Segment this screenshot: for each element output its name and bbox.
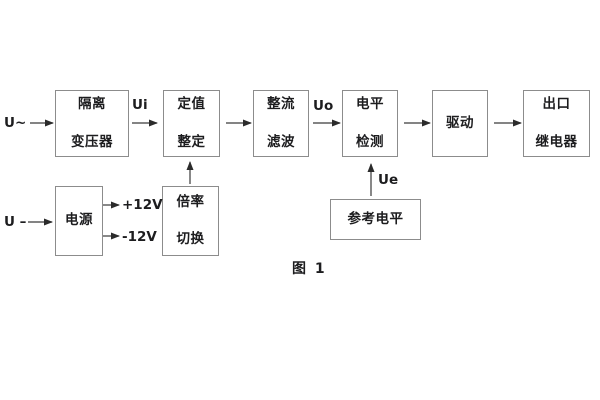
block-output-relay: 出口 继电器 bbox=[523, 90, 590, 157]
block-label-line: 整流 bbox=[267, 96, 295, 112]
block-label-line: 定值 bbox=[177, 96, 206, 112]
label-dc-input: U – bbox=[4, 214, 27, 230]
block-label-line: 检测 bbox=[356, 133, 384, 150]
block-label-line: 变压器 bbox=[71, 133, 113, 150]
block-label-line: 滤波 bbox=[267, 133, 295, 150]
block-label-line: 电平 bbox=[356, 96, 384, 112]
block-label-line: 电源 bbox=[65, 212, 93, 229]
block-label-line: 驱动 bbox=[446, 114, 474, 131]
block-level-detection: 电平 检测 bbox=[342, 90, 398, 157]
label-ue: Ue bbox=[378, 172, 399, 188]
label-ac-input: U~ bbox=[4, 115, 27, 131]
label-ui: Ui bbox=[132, 97, 148, 113]
block-label-line: 整定 bbox=[177, 133, 206, 150]
block-drive: 驱动 bbox=[432, 90, 488, 157]
block-power-supply: 电源 bbox=[55, 186, 103, 256]
block-label-line: 参考电平 bbox=[347, 210, 404, 227]
figure-caption: 图 1 bbox=[292, 261, 327, 277]
block-setting-adjustment: 定值 整定 bbox=[163, 90, 220, 157]
block-reference-level: 参考电平 bbox=[330, 199, 421, 240]
label-plus-12v: +12V bbox=[122, 197, 163, 213]
label-minus-12v: -12V bbox=[122, 229, 157, 245]
block-label-line: 出口 bbox=[542, 96, 571, 112]
block-label-line: 切换 bbox=[176, 230, 205, 247]
block-label-line: 继电器 bbox=[535, 133, 578, 150]
block-label-line: 隔离 bbox=[78, 96, 106, 112]
block-ratio-switching: 倍率 切换 bbox=[162, 186, 219, 256]
block-rectifier-filter: 整流 滤波 bbox=[253, 90, 309, 157]
label-uo: Uo bbox=[313, 98, 334, 114]
block-isolation-transformer: 隔离 变压器 bbox=[55, 90, 129, 157]
block-label-line: 倍率 bbox=[176, 194, 205, 210]
